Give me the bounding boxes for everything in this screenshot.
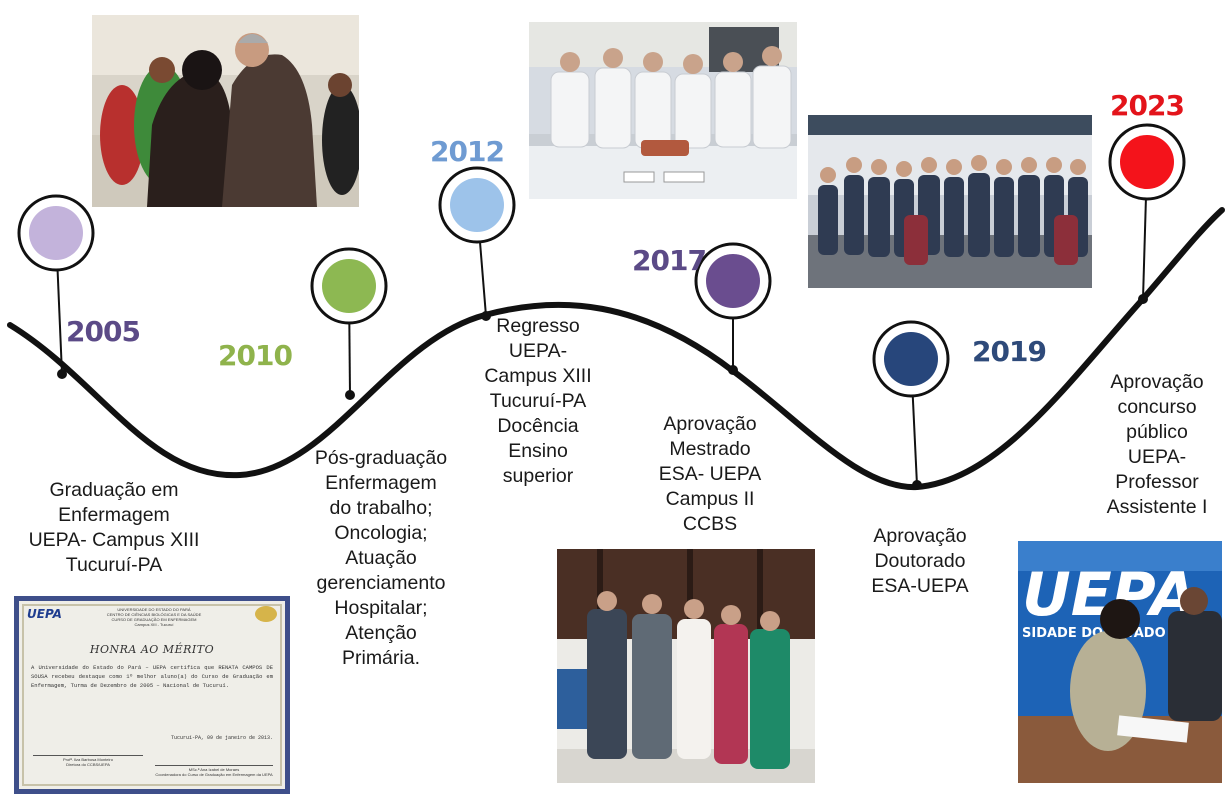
milestone-2012-description: Regresso UEPA- Campus XIII Tucuruí-PA Do… xyxy=(484,315,592,487)
dot-2005 xyxy=(29,206,83,260)
anchor-point-2012 xyxy=(481,311,491,321)
lab-group-photo xyxy=(529,22,797,199)
milestone-2019-description: Aprovação Doutorado ESA-UEPA xyxy=(871,525,969,597)
anchor-point-2010 xyxy=(345,390,355,400)
certificate-header: UNIVERSIDADE DO ESTADO DO PARÁ CENTRO DE… xyxy=(106,607,202,627)
year-2005: 2005 xyxy=(66,315,141,348)
timeline-line xyxy=(7,207,1225,491)
dot-2017 xyxy=(706,254,760,308)
anchor-point-2019 xyxy=(912,480,922,490)
signature-2: MSc.ª Ana Izabel de Moraes Coordenadora … xyxy=(155,765,273,777)
uepa-signing-photo: UEPA SIDADE DO ESTADO DO PARÁ xyxy=(1018,541,1222,783)
milestone-2010-description: Pós-graduação Enfermagem do trabalho; On… xyxy=(314,447,448,669)
dot-2019 xyxy=(884,332,938,386)
doctorate-group-photo xyxy=(808,115,1092,288)
dot-2012 xyxy=(450,178,504,232)
certificate-title: HONRA AO MÉRITO xyxy=(89,643,215,656)
anchor-point-2017 xyxy=(728,365,738,375)
year-2019: 2019 xyxy=(972,335,1047,368)
uepa-logo: UEPA xyxy=(27,607,62,621)
year-2012: 2012 xyxy=(430,135,505,168)
year-2017: 2017 xyxy=(632,244,707,277)
signature-1: Profª. Ilza Barbosa Monteiro Diretora do… xyxy=(33,755,143,767)
year-2023: 2023 xyxy=(1110,89,1185,122)
milestone-2023-description: Aprovação concurso público UEPA- Profess… xyxy=(1106,371,1208,518)
graduation-photo xyxy=(92,15,359,207)
milestone-2017-description: Aprovação Mestrado ESA- UEPA Campus II C… xyxy=(658,413,762,535)
dot-2023 xyxy=(1120,135,1174,189)
certificate-body: A Universidade do Estado do Pará – UEPA … xyxy=(31,664,273,689)
honor-certificate: UEPA UNIVERSIDADE DO ESTADO DO PARÁ CENT… xyxy=(14,596,290,794)
anchor-point-2023 xyxy=(1138,294,1148,304)
milestone-2005-description: Graduação em Enfermagem UEPA- Campus XII… xyxy=(28,479,200,576)
certificate-place-date: Tucuruí-PA, 09 de janeiro de 2013. xyxy=(170,735,273,741)
anchor-point-2005 xyxy=(57,369,67,379)
lamp-icon xyxy=(255,606,277,622)
year-2010: 2010 xyxy=(218,339,293,372)
masters-group-photo xyxy=(557,549,815,783)
dot-2010 xyxy=(322,259,376,313)
